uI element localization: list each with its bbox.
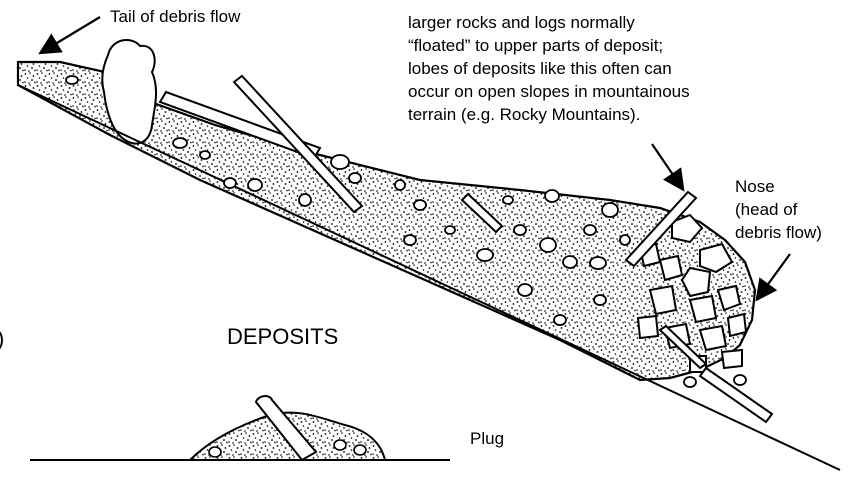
nose-arrow	[758, 254, 790, 298]
annotation-line-4: occur on open slopes in mountainous	[408, 82, 690, 101]
edge-paren: )	[0, 326, 4, 351]
annotation-arrow	[652, 144, 682, 188]
tail-arrow	[42, 17, 100, 52]
annotation-line-1: larger rocks and logs normally	[408, 13, 635, 32]
annotation-line-2: “floated” to upper parts of deposit;	[408, 36, 663, 55]
annotation-line-3: lobes of deposits like this often can	[408, 59, 672, 78]
tail-label: Tail of debris flow	[110, 7, 241, 26]
plug-label: Plug	[470, 429, 504, 448]
nose-label-line-1: Nose	[735, 177, 775, 196]
annotation-line-5: terrain (e.g. Rocky Mountains).	[408, 105, 640, 124]
deposits-heading: DEPOSITS	[227, 324, 338, 349]
nose-label-line-3: debris flow)	[735, 223, 822, 242]
nose-label-line-2: (head of	[735, 200, 798, 219]
